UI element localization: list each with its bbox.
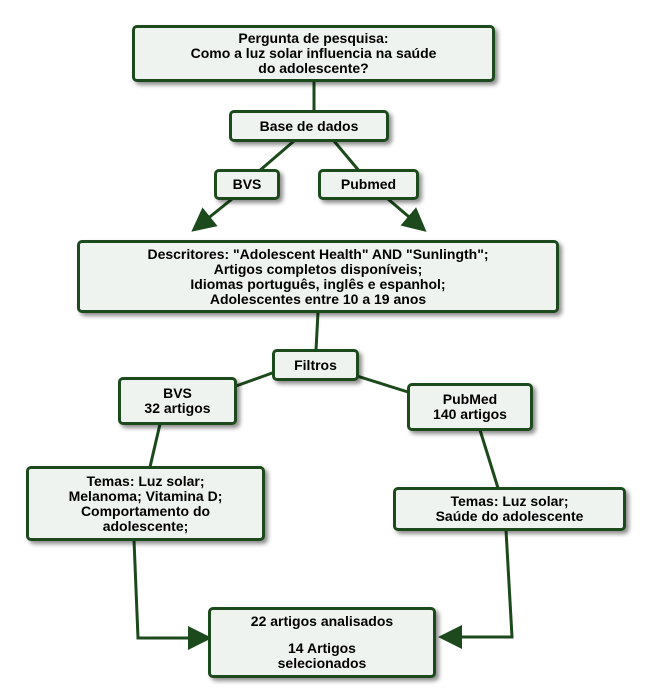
selected-articles-label: selecionados (277, 655, 367, 671)
pubmed-themes-box: Temas: Luz solar; Saúde do adolescente (393, 487, 626, 531)
bvs-themes-line: Temas: Luz solar; (86, 472, 205, 489)
connector-pubmed-result-themes (478, 429, 500, 489)
connector-filters-pubmed-result (356, 374, 409, 394)
bvs-source-label: BVS (232, 176, 262, 192)
bvs-result-count: 32 artigos (144, 400, 211, 416)
criteria-box: Descritores: "Adolescent Health" AND "Su… (77, 240, 559, 313)
connector-criteria-filters (314, 311, 320, 351)
pubmed-result-count: 140 artigos (433, 406, 507, 422)
pubmed-source-label: Pubmed (340, 176, 397, 192)
connector-database-pubmed (332, 140, 362, 173)
analyzed-articles: 22 artigos analisados (250, 613, 394, 629)
bvs-themes-box: Temas: Luz solar; Melanoma; Vitamina D; … (26, 466, 265, 541)
criteria-age-range: Adolescentes entre 10 a 19 anos (209, 290, 427, 307)
filters-label: Filtros (294, 356, 337, 373)
research-question-title: Pergunta de pesquisa: (238, 30, 389, 46)
pubmed-themes-line: Saúde do adolescente (435, 508, 584, 524)
bvs-result-box: BVS 32 artigos (118, 377, 237, 425)
arrow-pubmed-criteria (387, 197, 427, 232)
bvs-themes-line: Melanoma; Vitamina D; (68, 487, 223, 504)
research-question-box: Pergunta de pesquisa: Como a luz solar i… (132, 25, 495, 82)
filters-box: Filtros (272, 349, 359, 381)
connector-filters-bvs-result (235, 370, 276, 388)
pubmed-result-name: PubMed (442, 391, 498, 407)
arrow-bvs-criteria (191, 197, 233, 232)
pubmed-result-box: PubMed 140 artigos (407, 383, 533, 431)
arrow-pubmed-themes-final (438, 529, 514, 649)
connector-database-bvs (257, 139, 295, 174)
database-label: Base de dados (259, 117, 359, 134)
arrow-bvs-themes-final (132, 539, 212, 650)
bvs-themes-line: adolescente; (102, 517, 189, 534)
connector-bvs-result-themes (148, 423, 162, 468)
criteria-descriptors: Descritores: "Adolescent Health" AND "Su… (147, 245, 489, 262)
database-box: Base de dados (229, 110, 389, 142)
criteria-full-text: Artigos completos disponíveis; (213, 260, 423, 277)
pubmed-themes-line: Temas: Luz solar; (450, 493, 569, 509)
bvs-source-box: BVS (214, 169, 280, 200)
final-selection-box: 22 artigos analisados 14 Artigos selecio… (208, 607, 436, 678)
bvs-themes-line: Comportamento do (80, 502, 211, 519)
research-question-text: Como a luz solar influencia na saúde (190, 45, 437, 61)
selected-articles-count: 14 Artigos (288, 640, 356, 656)
research-question-text-end: do adolescente? (258, 60, 369, 76)
pubmed-source-box: Pubmed (318, 169, 419, 200)
criteria-languages: Idiomas português, inglês e espanhol; (190, 275, 446, 292)
bvs-result-name: BVS (163, 385, 192, 401)
